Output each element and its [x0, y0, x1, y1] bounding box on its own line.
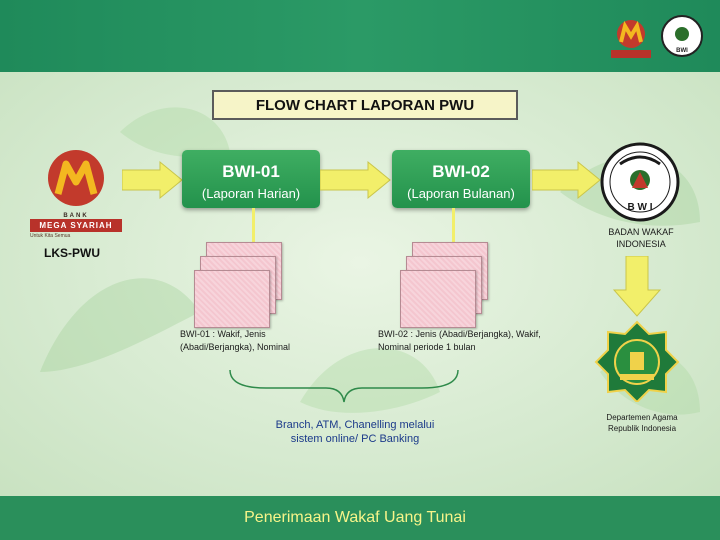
connector-line	[452, 208, 455, 244]
lks-pwu-label: LKS-PWU	[44, 246, 100, 260]
bwi-logo: B W I	[598, 142, 682, 222]
document-icon	[194, 270, 270, 328]
bwi-02-note: BWI-02 : Jenis (Abadi/Berjangka), Wakif,…	[378, 328, 548, 354]
document-icon	[400, 270, 476, 328]
bwi-logo-text: B W I	[628, 202, 653, 213]
arrow-down-icon	[612, 256, 662, 318]
bwi-org-name-line2: INDONESIA	[586, 238, 696, 250]
arrow-right-icon	[532, 160, 602, 200]
bwi-01-desc: (Laporan Harian)	[182, 186, 320, 201]
svg-text:BWI: BWI	[676, 48, 688, 54]
depag-label: Departemen Agama Republik Indonesia	[592, 412, 692, 434]
depag-label-line1: Departemen Agama	[592, 412, 692, 423]
bwi-02-desc: (Laporan Bulanan)	[392, 186, 530, 201]
bwi-small-logo: BWI	[660, 14, 704, 58]
bwi-02-box: BWI-02 (Laporan Bulanan)	[392, 150, 530, 208]
depag-label-line2: Republik Indonesia	[592, 423, 692, 434]
departemen-agama-logo	[594, 320, 680, 402]
bank-logo-tagline: Untuk Kita Semua	[30, 233, 122, 239]
arrow-right-icon	[320, 160, 392, 200]
curly-brace-icon	[226, 368, 462, 404]
channel-line1: Branch, ATM, Chanelling melalui	[240, 418, 470, 432]
connector-line	[252, 208, 255, 244]
bwi-02-code: BWI-02	[392, 162, 530, 182]
channel-line2: sistem online/ PC Banking	[240, 432, 470, 446]
bwi-01-code: BWI-01	[182, 162, 320, 182]
arrow-right-icon	[122, 160, 184, 200]
bwi-org-name-line1: BADAN WAKAF	[586, 226, 696, 238]
flowchart-title: FLOW CHART LAPORAN PWU	[212, 90, 518, 120]
bwi-01-note: BWI-01 : Wakif, Jenis (Abadi/Berjangka),…	[180, 328, 330, 354]
bank-mega-syariah-small-logo	[605, 14, 657, 60]
bwi-org-name: BADAN WAKAF INDONESIA	[586, 226, 696, 250]
bank-logo-emblem	[30, 148, 122, 208]
footer-title: Penerimaan Wakaf Uang Tunai	[210, 496, 500, 540]
bwi-01-box: BWI-01 (Laporan Harian)	[182, 150, 320, 208]
bank-mega-syariah-logo: BANK MEGA SYARIAH Untuk Kita Semua	[30, 148, 122, 238]
channel-text: Branch, ATM, Chanelling melalui sistem o…	[240, 418, 470, 446]
bank-logo-line2: MEGA SYARIAH	[30, 219, 122, 232]
